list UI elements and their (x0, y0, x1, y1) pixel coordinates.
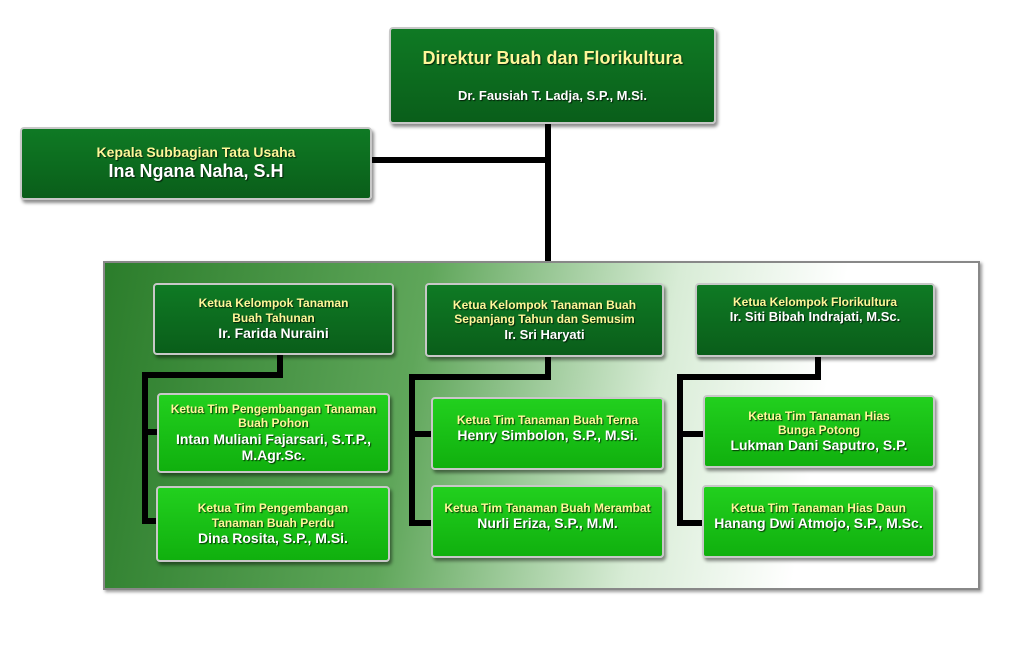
team-title: Ketua Tim Pengembangan Tanaman Buah Poho… (170, 401, 377, 431)
admin-name: Ina Ngana Naha, S.H (108, 161, 284, 182)
connector-line (545, 124, 551, 262)
connector-line (142, 518, 158, 524)
team-title: Ketua Tim Tanaman Hias Bunga Potong (748, 408, 890, 438)
admin-title: Kepala Subbagian Tata Usaha (96, 144, 296, 161)
connector-line (277, 355, 283, 377)
team-name: Nurli Eriza, S.P., M.M. (477, 515, 618, 532)
group-name: Ir. Farida Nuraini (218, 324, 329, 341)
group-name: Ir. Sri Haryati (504, 326, 585, 342)
connector-line (372, 157, 548, 163)
director-box: Direktur Buah dan Florikultura Dr. Fausi… (389, 27, 716, 124)
team-name: Dina Rosita, S.P., M.Si. (198, 529, 348, 546)
connector-line (677, 431, 703, 437)
team-box: Ketua Tim Pengembangan Tanaman Buah Perd… (156, 486, 390, 562)
connector-line (677, 374, 683, 526)
group-title: Ketua Kelompok Florikultura (732, 295, 898, 309)
group-head-box: Ketua Kelompok Tanaman Buah Tahunan Ir. … (153, 283, 394, 355)
connector-line (545, 357, 551, 379)
team-name: Hanang Dwi Atmojo, S.P., M.Sc. (714, 515, 923, 532)
admin-box: Kepala Subbagian Tata Usaha Ina Ngana Na… (20, 127, 372, 200)
connector-line (409, 431, 431, 437)
team-box: Ketua Tim Pengembangan Tanaman Buah Poho… (157, 393, 390, 473)
group-name: Ir. Siti Bibah Indrajati, M.Sc. (729, 309, 901, 325)
director-name: Dr. Fausiah T. Ladja, S.P., M.Si. (457, 87, 648, 103)
team-name: Lukman Dani Saputro, S.P. (730, 437, 908, 454)
connector-line (677, 520, 703, 526)
team-title: Ketua Tim Tanaman Hias Daun (731, 501, 906, 515)
team-name: Henry Simbolon, S.P., M.Si. (457, 427, 638, 444)
team-title: Ketua Tim Tanaman Buah Terna (456, 413, 639, 427)
group-title: Ketua Kelompok Tanaman Buah Tahunan (198, 296, 349, 325)
team-box: Ketua Tim Tanaman Hias Bunga Potong Lukm… (703, 395, 935, 468)
team-box: Ketua Tim Tanaman Buah Merambat Nurli Er… (431, 485, 664, 558)
connector-line (409, 374, 551, 380)
team-title: Ketua Tim Pengembangan Tanaman Buah Perd… (197, 501, 349, 530)
team-box: Ketua Tim Tanaman Buah Terna Henry Simbo… (431, 397, 664, 470)
team-box: Ketua Tim Tanaman Hias Daun Hanang Dwi A… (702, 485, 935, 558)
connector-line (409, 374, 415, 526)
connector-line (677, 374, 821, 380)
director-title: Direktur Buah dan Florikultura (422, 47, 683, 68)
team-title: Ketua Tim Tanaman Buah Merambat (444, 501, 651, 515)
group-title: Ketua Kelompok Tanaman Buah Sepanjang Ta… (452, 297, 637, 327)
group-head-box: Ketua Kelompok Florikultura Ir. Siti Bib… (695, 283, 935, 357)
connector-line (142, 372, 148, 524)
connector-line (142, 429, 158, 435)
team-name: Intan Muliani Fajarsari, S.T.P., M.Agr.S… (175, 430, 372, 464)
group-head-box: Ketua Kelompok Tanaman Buah Sepanjang Ta… (425, 283, 664, 357)
connector-line (142, 372, 283, 378)
connector-line (409, 520, 431, 526)
connector-line (815, 357, 821, 379)
